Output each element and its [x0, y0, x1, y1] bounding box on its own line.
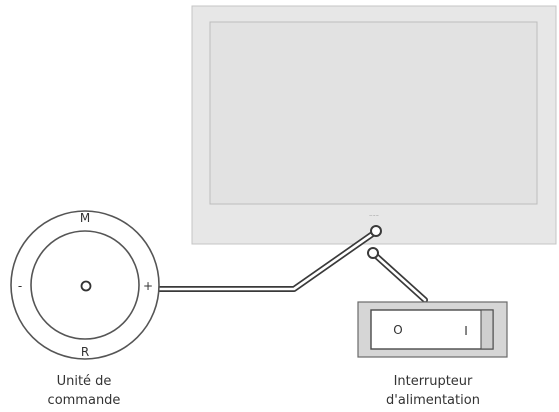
power-cable: [367, 247, 428, 303]
display: ~~~: [191, 5, 557, 245]
power-switch-label-line2: d'alimentation: [386, 393, 480, 408]
display-logo: ~~~: [369, 213, 379, 218]
control-cable: [155, 225, 382, 292]
control-unit-label-line1: Unité de: [57, 374, 112, 389]
control-connector: [370, 225, 382, 237]
control-unit: M R - +: [10, 210, 160, 360]
control-mark-bottom: R: [81, 345, 89, 359]
power-switch-rocker-edge: [480, 309, 494, 350]
power-switch-rocker: [370, 309, 494, 350]
power-switch-on-symbol: I: [464, 324, 468, 338]
power-switch-off-symbol: O: [393, 323, 402, 337]
power-switch-label-line1: Interrupteur: [394, 374, 473, 389]
control-mark-top: M: [80, 211, 90, 225]
power-connector: [367, 247, 379, 259]
power-switch: O I: [357, 301, 508, 358]
display-screen: [209, 21, 538, 205]
control-unit-label-line2: commande: [48, 393, 121, 408]
control-unit-center-dot: [80, 280, 92, 292]
control-mark-left: -: [18, 279, 22, 293]
control-mark-right: +: [143, 279, 153, 293]
